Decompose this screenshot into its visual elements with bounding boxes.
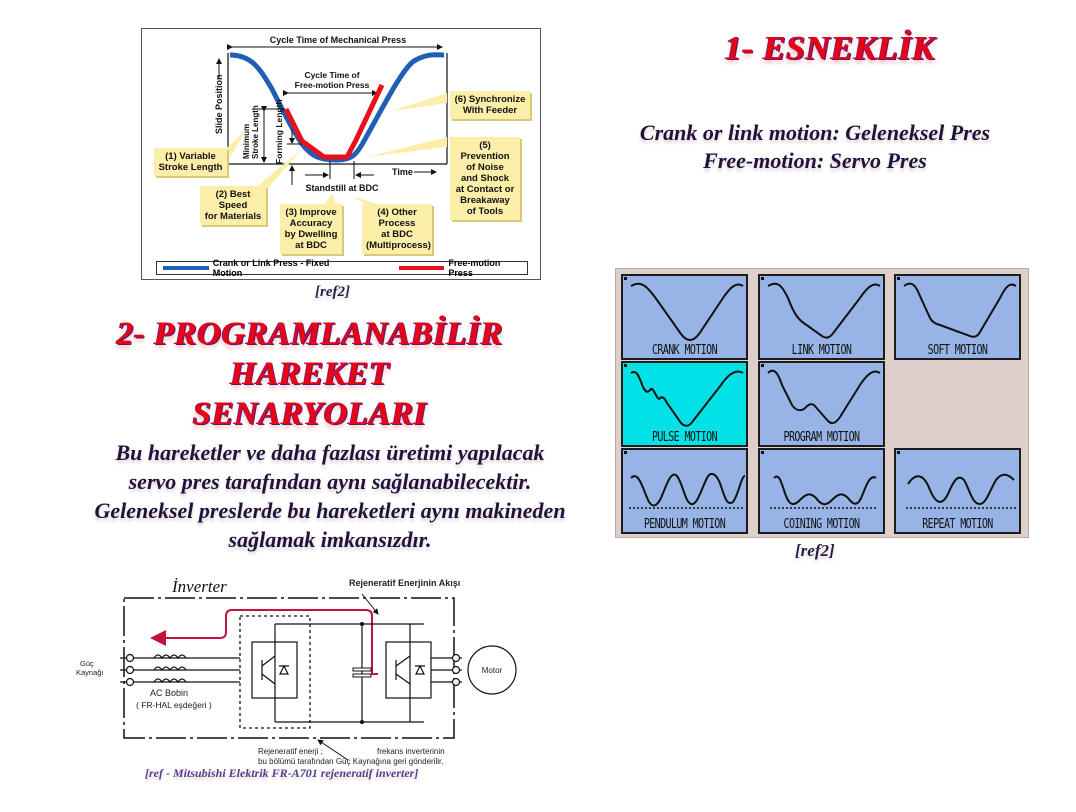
legend-swatch-red <box>398 266 445 270</box>
svg-text:Kaynağı: Kaynağı <box>76 668 104 677</box>
svg-text:Motor: Motor <box>482 666 503 675</box>
tile-coining-motion[interactable]: COINING MOTION <box>758 448 885 534</box>
svg-text:İnverter: İnverter <box>171 577 227 596</box>
svg-text:Standstill at BDC: Standstill at BDC <box>305 183 379 193</box>
section2-title-line3: SENARYOLARI <box>192 396 428 432</box>
svg-text:Free-motion Press: Free-motion Press <box>295 80 370 90</box>
link-curve-icon <box>767 282 881 339</box>
callout-variable-stroke: (1) Variable Stroke Length <box>154 148 227 176</box>
repeat-curve-icon <box>906 473 1018 509</box>
callout-best-speed: (2) Best Speed for Materials <box>200 186 266 225</box>
svg-text:Forming Length: Forming Length <box>274 99 284 164</box>
legend-label-crank: Crank or Link Press - Fixed Motion <box>212 258 330 278</box>
pendulum-curve-icon <box>629 472 746 509</box>
callout-prevention-noise: (5) Prevention of Noise and Shock at Con… <box>450 137 520 220</box>
section2-body: Bu hareketler ve daha fazlası üretimi ya… <box>40 438 620 554</box>
tile-link-motion[interactable]: LINK MOTION <box>758 274 885 360</box>
svg-text:Slide Position: Slide Position <box>214 74 224 134</box>
press-cycle-diagram: Cycle Time of Mechanical Press Cycle Tim… <box>141 28 541 280</box>
motion-selection-panel: CRANK MOTION LINK MOTION SOFT MOTION PUL… <box>615 268 1029 538</box>
svg-text:Cycle Time of: Cycle Time of <box>304 70 359 80</box>
legend-swatch-blue <box>163 266 209 270</box>
section1-title: 1- ESNEKLİK <box>724 30 936 67</box>
svg-text:Rejeneratif enerji ;: Rejeneratif enerji ; <box>258 747 323 756</box>
section2-body-line4: sağlamak imkansızdır. <box>228 527 432 552</box>
pulse-curve-icon <box>630 370 744 427</box>
chart-legend: Crank or Link Press - Fixed Motion Free-… <box>156 258 528 278</box>
callout-synchronize-feeder: (6) Synchronize With Feeder <box>450 91 530 119</box>
coining-curve-icon <box>770 475 878 509</box>
ref-press-chart: [ref2] <box>315 284 350 300</box>
callout-improve-accuracy: (3) Improve Accuracy by Dwelling at BDC <box>280 204 342 254</box>
tile-crank-motion[interactable]: CRANK MOTION <box>621 274 748 360</box>
tile-pendulum-motion[interactable]: PENDULUM MOTION <box>621 448 748 534</box>
svg-text:( FR-HAL eşdeğeri ): ( FR-HAL eşdeğeri ) <box>136 700 212 710</box>
tile-repeat-motion[interactable]: REPEAT MOTION <box>894 448 1021 534</box>
svg-text:AC Bobin: AC Bobin <box>150 688 188 698</box>
callout-other-process: (4) Other Process at BDC (Multiprocess) <box>362 204 432 254</box>
inverter-circuit-diagram: İnverter Rejeneratif Enerjinin Akışı Güç… <box>72 574 532 774</box>
svg-text:bu bölümü tarafından Güç Kayna: bu bölümü tarafından Güç Kaynağına geri … <box>258 757 443 766</box>
section2-body-line2: servo pres tarafından aynı sağlanabilece… <box>128 469 532 494</box>
inverter-schematic: İnverter Rejeneratif Enerjinin Akışı Güç… <box>76 577 517 766</box>
program-curve-icon <box>767 369 881 425</box>
section2-title: 2- PROGRAMLANABİLİR HAREKET SENARYOLARI <box>40 314 580 434</box>
tile-program-motion[interactable]: PROGRAM MOTION <box>758 361 885 447</box>
tile-pulse-motion[interactable]: PULSE MOTION <box>621 361 748 447</box>
section1-line2: Free-motion: Servo Pres <box>703 148 927 173</box>
soft-curve-icon <box>903 282 1017 338</box>
crank-curve-icon <box>630 282 744 341</box>
tile-soft-motion[interactable]: SOFT MOTION <box>894 274 1021 360</box>
svg-text:Minimum: Minimum <box>242 124 251 159</box>
svg-text:Rejeneratif Enerjinin Akışı: Rejeneratif Enerjinin Akışı <box>349 578 460 588</box>
section2-title-line2: HAREKET <box>230 356 390 392</box>
section2-title-line1: 2- PROGRAMLANABİLİR <box>116 316 504 352</box>
svg-text:frekans inverterinin: frekans inverterinin <box>377 747 445 756</box>
legend-label-free: Free-motion Press <box>448 258 501 278</box>
svg-text:Time: Time <box>392 167 413 177</box>
ref-inverter: [ref - Mitsubishi Elektrik FR-A701 rejen… <box>145 766 419 780</box>
ref-motion-grid: [ref2] <box>795 541 835 560</box>
section2-body-line3: Geleneksel preslerde bu hareketleri aynı… <box>94 498 566 523</box>
section2-body-line1: Bu hareketler ve daha fazlası üretimi ya… <box>115 440 545 465</box>
section1-description: Crank or link motion: Geleneksel Pres Fr… <box>600 119 1030 175</box>
svg-text:Stroke Length: Stroke Length <box>251 105 260 159</box>
svg-text:Güç: Güç <box>80 659 94 668</box>
section1-line1: Crank or link motion: Geleneksel Pres <box>639 120 991 145</box>
svg-text:Cycle Time of Mechanical Press: Cycle Time of Mechanical Press <box>270 35 406 45</box>
